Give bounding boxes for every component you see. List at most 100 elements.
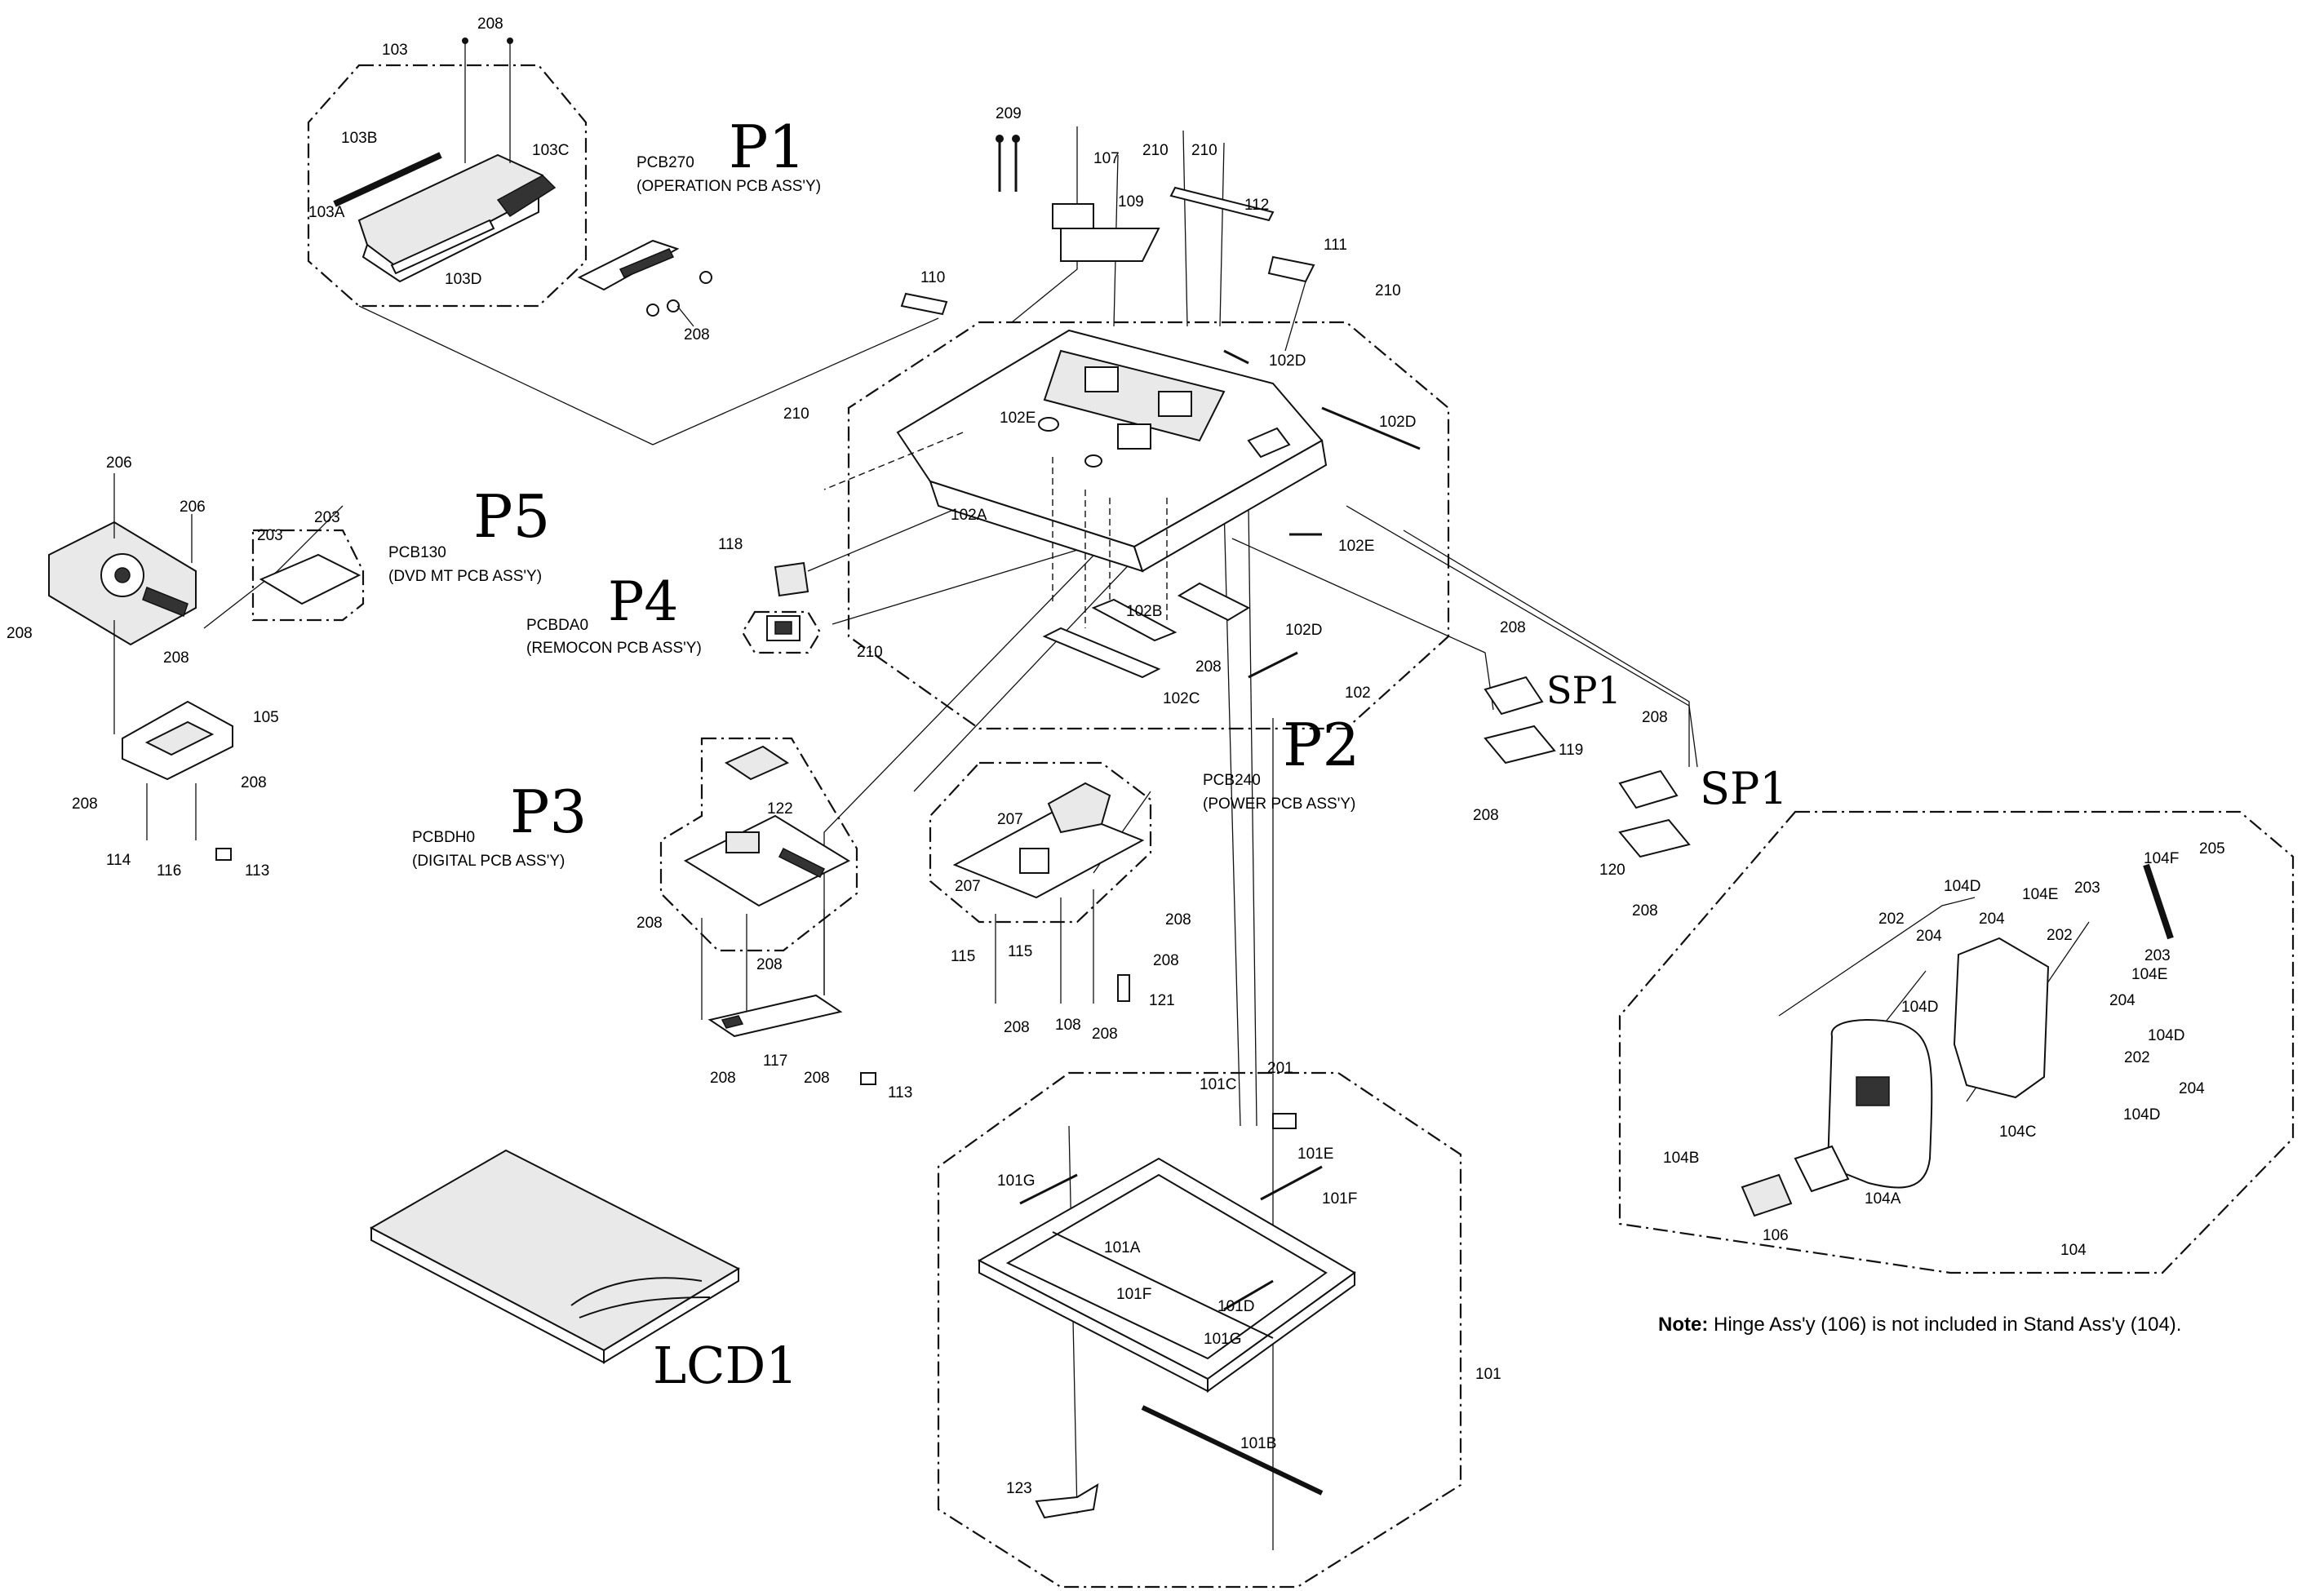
label-l101C: 101C <box>1200 1076 1236 1093</box>
label-l107: 107 <box>1093 150 1120 167</box>
label-l111: 111 <box>1324 237 1347 254</box>
label-s210_5: 210 <box>857 644 883 661</box>
label-l102E_1: 102E <box>1000 410 1036 427</box>
tag-p3: P3 <box>510 778 587 846</box>
label-l104C: 104C <box>1999 1123 2036 1141</box>
part-118-bracket <box>774 561 809 597</box>
label-l101G_2: 101G <box>1204 1331 1241 1348</box>
label-l104F: 104F <box>2144 850 2179 867</box>
assembly-tags: P1 P5 P4 P3 P2 SP1 SP1 LCD1 <box>473 113 1788 1395</box>
label-l101F_1: 101F <box>1322 1190 1357 1208</box>
label-s208_o: 208 <box>1473 807 1499 824</box>
tag-p4: P4 <box>608 570 678 633</box>
part-121-connector <box>1117 974 1130 1002</box>
label-l113_1: 113 <box>245 862 269 880</box>
part-101-front-bezel <box>977 1113 1356 1393</box>
label-l102D_1: 102D <box>1269 352 1306 370</box>
label-s208_f: 208 <box>636 915 663 932</box>
part-103B-strip <box>333 152 442 207</box>
p2-code: PCB240 <box>1203 772 1261 789</box>
label-l115_1: 115 <box>951 948 975 965</box>
label-s208_c: 208 <box>163 649 189 667</box>
group-102-outline <box>847 321 1450 730</box>
group-104-outline <box>1618 810 2295 1274</box>
p5-name: (DVD MT PCB ASS'Y) <box>388 568 542 585</box>
part-123-label <box>1035 1483 1099 1519</box>
part-103D-board <box>390 219 495 275</box>
p3-code: PCBDH0 <box>412 829 475 846</box>
label-l116: 116 <box>157 862 181 880</box>
label-l104D_2: 104D <box>1901 999 1938 1016</box>
label-l104A: 104A <box>1865 1190 1901 1208</box>
label-s208_n: 208 <box>1500 619 1526 636</box>
part-102D-strips <box>1223 349 1421 679</box>
part-119-holder <box>1484 725 1556 764</box>
label-l114: 114 <box>106 852 131 869</box>
label-s208_q: 208 <box>1632 902 1658 920</box>
tag-sp1-right: SP1 <box>1700 763 1788 814</box>
p5-code: PCB130 <box>388 544 446 561</box>
part-104B-cover <box>1741 1173 1793 1217</box>
label-s208_b: 208 <box>7 625 33 642</box>
label-s208_i: 208 <box>1153 952 1179 969</box>
label-s206_2: 206 <box>180 499 206 516</box>
p2-name: (POWER PCB ASS'Y) <box>1203 796 1355 813</box>
part-p5-dvd-mechanism <box>48 473 197 734</box>
label-s208_g: 208 <box>756 956 783 973</box>
tag-p5: P5 <box>473 482 550 551</box>
note-text: Hinge Ass'y (106) is not included in Sta… <box>1708 1314 2182 1336</box>
part-p2-power-pcb <box>952 782 1145 1004</box>
part-103-cover <box>333 38 557 283</box>
label-l104B: 104B <box>1663 1150 1699 1167</box>
part-106-hinge <box>1794 1145 1850 1193</box>
label-l104D_4: 104D <box>2123 1106 2160 1123</box>
label-l109: 109 <box>1118 193 1144 211</box>
part-117-bracket <box>707 994 876 1085</box>
label-s202_3: 202 <box>2124 1049 2150 1066</box>
part-103C-bracket <box>496 175 557 218</box>
label-s203_3: 203 <box>2074 880 2100 897</box>
label-l102E_2: 102E <box>1338 538 1374 555</box>
part-p4-remocon-pcb <box>766 615 801 641</box>
label-s204_2: 204 <box>1916 928 1942 945</box>
label-s208_a: 208 <box>1195 658 1222 676</box>
part-p1-operation-pcb <box>577 239 712 327</box>
label-l104: 104 <box>2060 1242 2087 1259</box>
label-l102: 102 <box>1345 685 1371 702</box>
part-105-bracket <box>122 700 233 861</box>
p4-name: (REMOCON PCB ASS'Y) <box>526 640 702 657</box>
part-122-shield <box>724 745 790 781</box>
label-s210_2: 210 <box>1191 142 1217 159</box>
part-sp1-right-speaker <box>1618 769 1691 858</box>
part-102C-bracket <box>1042 627 1161 679</box>
label-s210_1: 210 <box>1142 142 1169 159</box>
label-s205: 205 <box>2199 840 2225 858</box>
label-s206_1: 206 <box>106 454 132 472</box>
label-l102A: 102A <box>951 507 987 524</box>
label-s203_4: 203 <box>2144 947 2171 964</box>
label-l123: 123 <box>1006 1480 1032 1497</box>
label-l103C: 103C <box>532 142 569 159</box>
label-l104D_3: 104D <box>2148 1027 2184 1044</box>
label-l103B: 103B <box>341 130 377 147</box>
tag-lcd1: LCD1 <box>653 1336 798 1395</box>
tag-p1: P1 <box>729 113 805 181</box>
part-102-rear-cabinet <box>823 329 1328 628</box>
part-104C-plate <box>1953 937 2050 1099</box>
label-l104E_1: 104E <box>2022 886 2058 903</box>
group-p5-outline <box>251 529 365 622</box>
label-s204_3: 204 <box>2109 992 2136 1009</box>
hinge-note: Note: Hinge Ass'y (106) is not included … <box>1658 1314 2181 1336</box>
label-l101G_1: 101G <box>997 1172 1035 1190</box>
label-l103D: 103D <box>445 271 481 288</box>
label-l102D_3: 102D <box>1285 622 1322 639</box>
pcb-descriptions: PCB270 (OPERATION PCB ASS'Y) PCB130 (DVD… <box>388 154 1355 870</box>
label-s208_h: 208 <box>1165 911 1191 928</box>
part-flat-sheets <box>900 186 1315 316</box>
label-s207_2: 207 <box>955 878 981 895</box>
label-s208_e: 208 <box>72 796 98 813</box>
label-s210_4: 210 <box>783 406 809 423</box>
label-l103A: 103A <box>308 204 345 221</box>
part-120-holder <box>1618 818 1691 858</box>
